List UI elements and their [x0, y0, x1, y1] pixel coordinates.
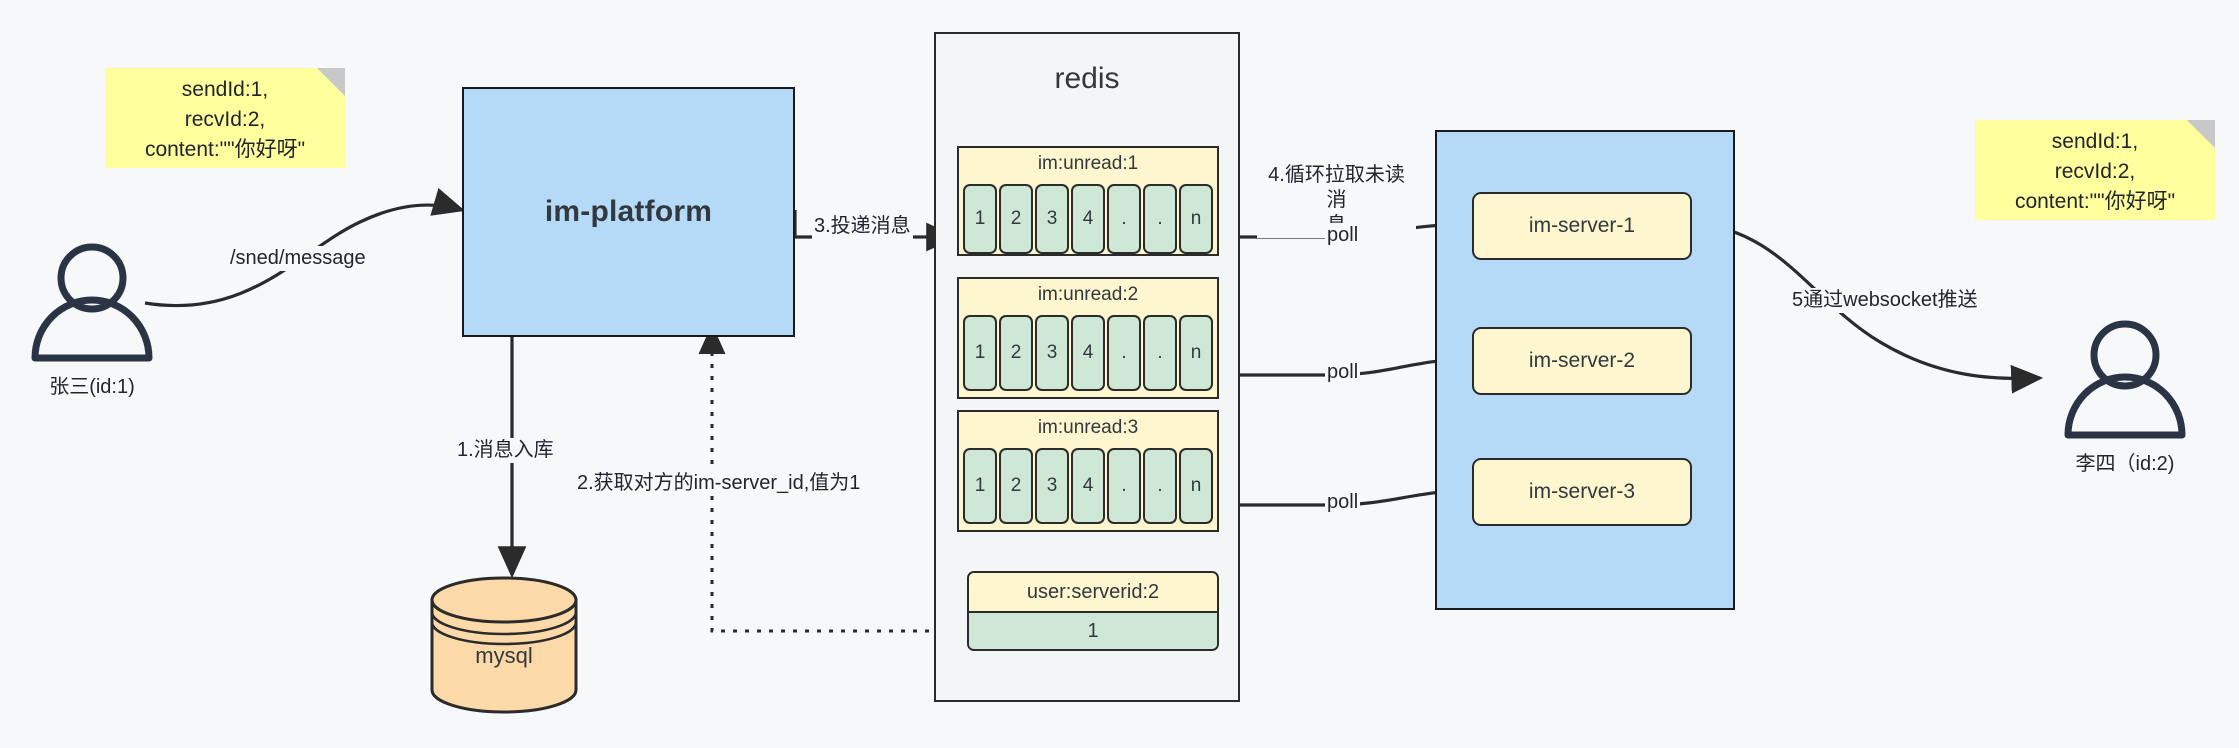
- queue-cell: n: [1179, 315, 1213, 391]
- redis-queue-3-cells: 1 2 3 4 . . n: [963, 448, 1213, 524]
- edge-label-step2: 2.获取对方的im-server_id,值为1: [575, 471, 863, 496]
- redis-queue-1-cells: 1 2 3 4 . . n: [963, 184, 1213, 254]
- edge-label-step1: 1.消息入库: [455, 438, 556, 463]
- queue-cell: .: [1107, 184, 1141, 254]
- im-server-3-box[interactable]: im-server-3: [1472, 458, 1692, 526]
- queue-cell: 4: [1071, 315, 1105, 391]
- queue-cell: 2: [999, 315, 1033, 391]
- queue-cell: n: [1179, 448, 1213, 524]
- mysql-label: mysql: [475, 643, 533, 668]
- queue-cell: 4: [1071, 184, 1105, 254]
- queue-cell: .: [1143, 448, 1177, 524]
- im-platform-box[interactable]: im-platform: [462, 87, 795, 337]
- edge-label-poll-1: poll: [1325, 223, 1361, 248]
- redis-queue-1[interactable]: im:unread:1 1 2 3 4 . . n: [957, 146, 1219, 256]
- redis-queue-2-cells: 1 2 3 4 . . n: [963, 315, 1213, 391]
- im-platform-label: im-platform: [544, 195, 713, 228]
- queue-cell: .: [1107, 448, 1141, 524]
- im-server-2-box[interactable]: im-server-2: [1472, 327, 1692, 395]
- queue-cell: 4: [1071, 448, 1105, 524]
- redis-queue-2-key: im:unread:2: [1037, 284, 1139, 305]
- queue-cell: 3: [1035, 184, 1069, 254]
- note-fold-corner-icon: [2187, 120, 2215, 148]
- sticky-note-left-text: sendId:1, recvId:2, content:""你好呀": [144, 78, 306, 161]
- actor-sender-label: 张三(id:1): [49, 376, 135, 398]
- queue-cell: 2: [999, 448, 1033, 524]
- sticky-note-right-text: sendId:1, recvId:2, content:""你好呀": [2014, 130, 2176, 213]
- mysql-node[interactable]: mysql: [432, 590, 576, 710]
- edge-label-send-message: /sned/message: [228, 246, 368, 271]
- redis-queue-1-key: im:unread:1: [1037, 153, 1139, 174]
- actor-receiver-label: 李四（id:2): [2075, 453, 2175, 475]
- queue-cell: 1: [963, 315, 997, 391]
- edge-label-poll-2: poll: [1325, 360, 1361, 385]
- sticky-note-right: sendId:1, recvId:2, content:""你好呀": [1975, 120, 2215, 220]
- im-server-1-box[interactable]: im-server-1: [1472, 192, 1692, 260]
- edge-label-step5: 5通过websocket推送: [1790, 288, 1980, 313]
- redis-kv-key: user:serverid:2: [969, 573, 1217, 611]
- im-server-3-label: im-server-3: [1528, 480, 1636, 503]
- queue-cell: 1: [963, 184, 997, 254]
- redis-queue-3-key: im:unread:3: [1037, 417, 1139, 438]
- redis-title: redis: [1054, 62, 1120, 95]
- queue-cell: 2: [999, 184, 1033, 254]
- redis-kv-value: 1: [969, 611, 1217, 649]
- edge-label-step3: 3.投递消息: [812, 214, 913, 239]
- queue-cell: 1: [963, 448, 997, 524]
- redis-container: redis im:unread:1 1 2 3 4 . . n im:unrea…: [934, 32, 1240, 702]
- queue-cell: n: [1179, 184, 1213, 254]
- queue-cell: .: [1143, 315, 1177, 391]
- sticky-note-left: sendId:1, recvId:2, content:""你好呀": [105, 68, 345, 168]
- redis-queue-3[interactable]: im:unread:3 1 2 3 4 . . n: [957, 410, 1219, 532]
- edge-label-poll-3: poll: [1325, 490, 1361, 515]
- person-icon-sender: [31, 243, 153, 362]
- queue-cell: .: [1107, 315, 1141, 391]
- queue-cell: 3: [1035, 448, 1069, 524]
- queue-cell: 3: [1035, 315, 1069, 391]
- note-fold-corner-icon: [317, 68, 345, 96]
- redis-queue-2[interactable]: im:unread:2 1 2 3 4 . . n: [957, 277, 1219, 399]
- person-icon-receiver: [2064, 320, 2186, 439]
- im-server-2-label: im-server-2: [1528, 349, 1636, 372]
- im-server-1-label: im-server-1: [1528, 214, 1636, 237]
- queue-cell: .: [1143, 184, 1177, 254]
- im-server-cluster: im-server-1 im-server-2 im-server-3: [1435, 130, 1735, 610]
- redis-kv-user-serverid[interactable]: user:serverid:2 1: [967, 571, 1219, 651]
